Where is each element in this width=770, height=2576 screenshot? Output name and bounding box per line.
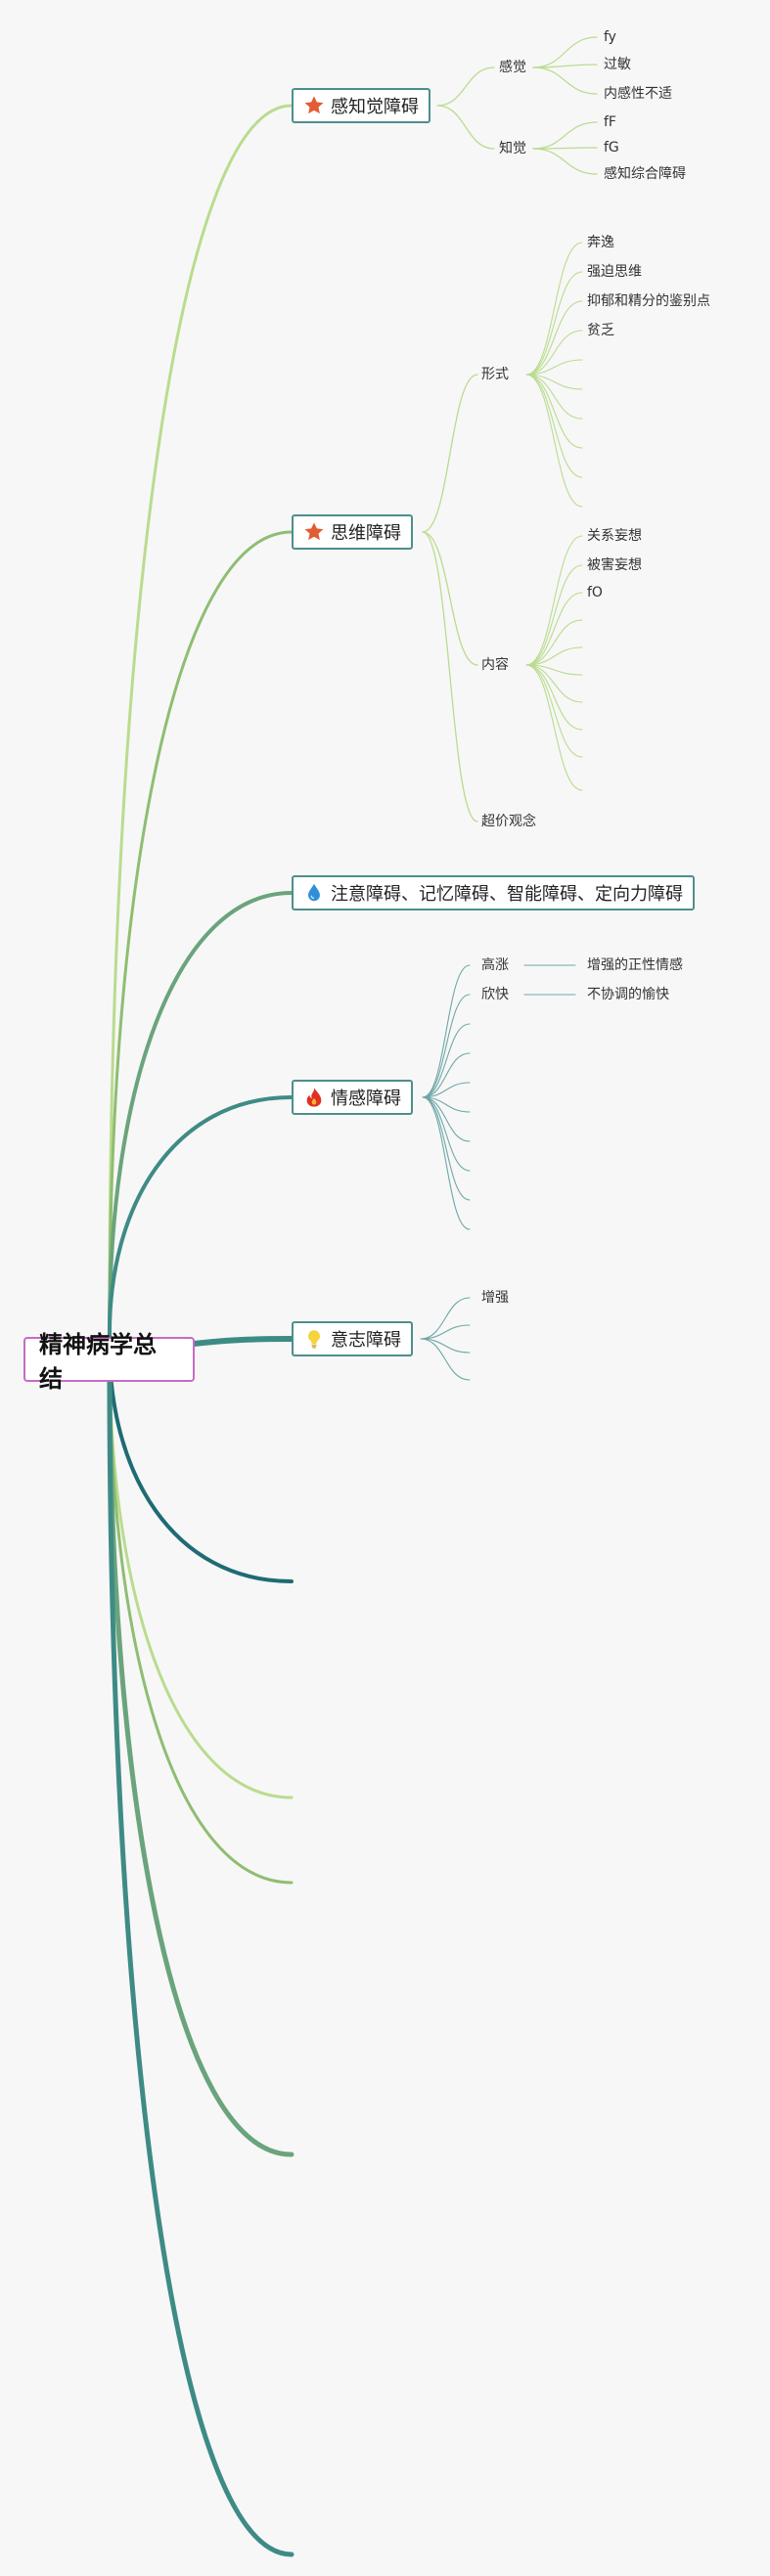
connector	[532, 64, 598, 68]
leaf-item[interactable]: 过敏	[604, 57, 631, 72]
leaf-item[interactable]: 奔逸	[587, 235, 614, 250]
leaf-item[interactable]: 贫乏	[587, 323, 614, 338]
connector	[532, 147, 598, 150]
subtopic-euphoria[interactable]: 欣快	[481, 987, 509, 1002]
connector	[422, 374, 478, 533]
subtopic-overvalued[interactable]: 超价观念	[481, 814, 536, 829]
leaf-item[interactable]: 增强的正性情感	[587, 957, 683, 973]
subtopic-form[interactable]: 形式	[481, 367, 509, 382]
branch-perception	[108, 104, 294, 1342]
subtopic-sensation[interactable]: 感觉	[499, 60, 526, 75]
water-drop-icon	[308, 883, 320, 902]
connector	[436, 67, 495, 107]
leaf-item[interactable]: 抑郁和精分的鉴别点	[587, 293, 710, 309]
connector	[525, 646, 583, 666]
leaf-item[interactable]: fO	[587, 585, 603, 600]
connector	[420, 1338, 471, 1381]
topic-emotion-label: 情感障碍	[331, 1088, 401, 1109]
leaf-item[interactable]: 感知综合障碍	[604, 166, 686, 182]
topic-perception[interactable]: 感知觉障碍	[292, 88, 430, 123]
topic-emotion[interactable]: 情感障碍	[292, 1080, 413, 1115]
topic-perception-label: 感知觉障碍	[331, 97, 419, 117]
branch-unlabeled	[108, 1338, 294, 1799]
connector	[422, 1023, 471, 1098]
branch-attention	[107, 891, 294, 1342]
connector	[525, 592, 583, 666]
connector	[525, 664, 583, 703]
topic-will-label: 意志障碍	[331, 1330, 401, 1351]
connector	[422, 531, 478, 822]
leaf-item[interactable]: 内感性不适	[604, 86, 672, 102]
connector	[532, 36, 598, 68]
connector	[525, 564, 583, 666]
connector	[420, 1324, 471, 1340]
connector	[436, 105, 495, 150]
branch-unlabeled	[107, 1338, 294, 1583]
connector	[525, 330, 583, 376]
connector	[532, 121, 598, 150]
connector	[525, 374, 583, 420]
star-icon	[304, 522, 324, 541]
branch-unlabeled	[107, 1337, 294, 2557]
root-node[interactable]: 精神病学总结	[23, 1331, 195, 1393]
topic-will[interactable]: 意志障碍	[292, 1321, 413, 1356]
connector	[525, 374, 583, 449]
branch-thinking	[108, 530, 294, 1342]
connector	[525, 374, 583, 478]
connector	[422, 1096, 471, 1142]
connector	[525, 664, 583, 791]
leaf-item[interactable]: fF	[604, 114, 616, 130]
connector	[420, 1338, 471, 1354]
connector	[525, 664, 583, 731]
topic-thinking-label: 思维障碍	[331, 523, 401, 544]
main-branches	[107, 104, 294, 2557]
connector	[422, 964, 471, 1098]
branch-will	[183, 1336, 294, 1348]
topic-thinking[interactable]: 思维障碍	[292, 514, 413, 550]
subtopic-enhanced[interactable]: 增强	[481, 1290, 509, 1306]
leaf-item[interactable]: fy	[604, 29, 616, 45]
connector	[422, 1096, 471, 1172]
connector	[532, 148, 598, 175]
subtopic-cognition[interactable]: 知觉	[499, 141, 526, 156]
connector	[525, 359, 583, 376]
leaf-item[interactable]: fG	[604, 140, 619, 155]
leaf-item[interactable]: 被害妄想	[587, 557, 642, 573]
connector	[525, 242, 583, 376]
connector	[525, 300, 583, 376]
subtopic-content[interactable]: 内容	[481, 657, 509, 673]
connector	[525, 535, 583, 666]
star-icon	[304, 96, 324, 114]
connector	[422, 1052, 471, 1098]
leaf-item[interactable]: 不协调的愉快	[587, 987, 669, 1002]
root-label: 精神病学总结	[39, 1331, 157, 1393]
connector	[525, 664, 583, 758]
connector	[525, 664, 583, 676]
leaf-item[interactable]: 关系妄想	[587, 528, 642, 544]
connector	[422, 994, 471, 1098]
connector	[525, 374, 583, 508]
connector	[422, 531, 478, 666]
connector	[420, 1297, 471, 1340]
connector	[532, 67, 598, 95]
leaf-item[interactable]: 强迫思维	[587, 264, 642, 280]
subtopic-elation[interactable]: 高涨	[481, 957, 509, 973]
sub-branches	[420, 36, 598, 1381]
topic-attention-label: 注意障碍、记忆障碍、智能障碍、定向力障碍	[331, 884, 683, 905]
branch-emotion	[107, 1095, 294, 1342]
connector	[422, 1082, 471, 1098]
connector	[525, 619, 583, 666]
connector	[422, 1096, 471, 1201]
connector	[422, 1096, 471, 1230]
connector	[525, 271, 583, 376]
lightbulb-icon	[308, 1330, 320, 1349]
flame-icon	[306, 1088, 322, 1107]
connector	[525, 374, 583, 390]
topic-attention[interactable]: 注意障碍、记忆障碍、智能障碍、定向力障碍	[292, 875, 695, 910]
